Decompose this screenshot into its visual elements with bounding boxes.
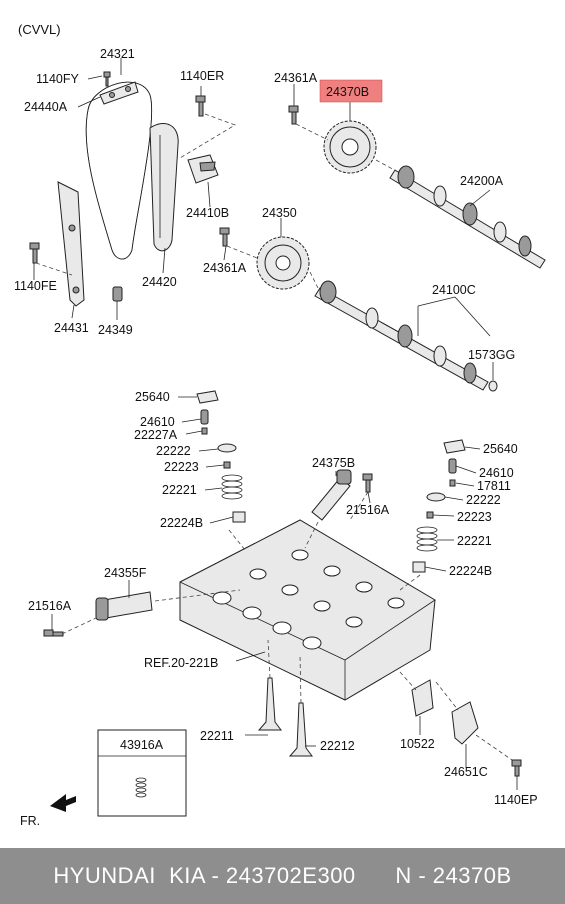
label-21516A-mid: 21516A bbox=[346, 503, 390, 517]
label-1140EP: 1140EP bbox=[494, 793, 538, 807]
valve-train-right bbox=[412, 439, 466, 573]
label-24651C: 24651C bbox=[444, 765, 488, 779]
label-21516A-left: 21516A bbox=[28, 599, 72, 613]
cvvl-sprocket-24370B bbox=[323, 120, 377, 174]
label-24440A: 24440A bbox=[24, 100, 68, 114]
bolt-1140FE-icon bbox=[29, 242, 40, 264]
label-ref-20-221B: REF.20-221B bbox=[144, 656, 218, 670]
label-25640-right: 25640 bbox=[483, 442, 518, 456]
assembly-lines bbox=[35, 113, 513, 761]
bolt-21516A-mid-icon bbox=[362, 473, 373, 493]
leader-lines bbox=[33, 58, 518, 790]
label-22221-right: 22221 bbox=[457, 534, 492, 548]
label-24355F: 24355F bbox=[104, 566, 147, 580]
exhaust-valve-22212 bbox=[288, 702, 313, 757]
pin-24349-icon bbox=[112, 286, 123, 302]
front-arrow-icon bbox=[50, 794, 76, 812]
label-24200A: 24200A bbox=[460, 174, 504, 188]
label-24410B: 24410B bbox=[186, 206, 229, 220]
label-24610-right: 24610 bbox=[479, 466, 514, 480]
label-24375B: 24375B bbox=[312, 456, 355, 470]
label-24349: 24349 bbox=[98, 323, 133, 337]
footer-bar: HYUNDAI KIA - 243702E300 N - 24370B bbox=[0, 848, 565, 904]
bolt-24361A-top-icon bbox=[288, 105, 299, 125]
oil-control-valve-24375B bbox=[311, 469, 352, 521]
label-front: FR. bbox=[20, 814, 40, 828]
bolt-1140ER-icon bbox=[195, 95, 206, 117]
bolt-1140EP-icon bbox=[511, 759, 522, 777]
bolt-21516A-left-icon bbox=[43, 629, 64, 637]
label-24350: 24350 bbox=[262, 206, 297, 220]
label-1140ER: 1140ER bbox=[180, 69, 224, 83]
label-22224B-right: 22224B bbox=[449, 564, 492, 578]
label-24431: 24431 bbox=[54, 321, 89, 335]
label-10522: 10522 bbox=[400, 737, 435, 751]
part-labels: 24321 1140FY 24440A 1140ER 24361A 24370B… bbox=[14, 47, 538, 828]
variant-label: (CVVL) bbox=[18, 22, 61, 37]
bolt-24361A-mid-icon bbox=[219, 227, 230, 247]
label-43916A: 43916A bbox=[120, 738, 164, 752]
label-22222-right: 22222 bbox=[466, 493, 501, 507]
label-1573GG: 1573GG bbox=[468, 348, 515, 362]
label-24370B: 24370B bbox=[326, 85, 369, 99]
timing-chain bbox=[85, 81, 153, 260]
valve-train-left bbox=[196, 390, 246, 523]
chain-guide-upper bbox=[99, 81, 139, 105]
label-17811: 17811 bbox=[477, 479, 511, 493]
oil-control-valve-24355F bbox=[95, 591, 153, 621]
label-24100C: 24100C bbox=[432, 283, 476, 297]
label-22221-left: 22221 bbox=[162, 483, 197, 497]
plug-1573GG-icon bbox=[488, 380, 498, 392]
label-22223-left: 22223 bbox=[164, 460, 199, 474]
kit-box-43916A bbox=[97, 729, 187, 817]
cover-24651C bbox=[451, 701, 479, 745]
label-24610-left: 24610 bbox=[140, 415, 175, 429]
chain-tensioner-arm bbox=[149, 123, 179, 252]
chain-guide-lower bbox=[57, 181, 85, 307]
cylinder-head bbox=[179, 519, 436, 701]
label-1140FE: 1140FE bbox=[14, 279, 57, 293]
tensioner-assembly bbox=[187, 154, 219, 184]
label-22224B-left: 22224B bbox=[160, 516, 203, 530]
label-24420: 24420 bbox=[142, 275, 177, 289]
label-1140FY: 1140FY bbox=[36, 72, 80, 86]
label-22222-left: 22222 bbox=[156, 444, 191, 458]
highlight-box bbox=[319, 79, 383, 103]
exhaust-sprocket-24350 bbox=[256, 236, 310, 290]
cover-10522 bbox=[411, 679, 434, 717]
label-22227A: 22227A bbox=[134, 428, 178, 442]
engine-parts-diagram: (CVVL) bbox=[14, 22, 546, 828]
label-24321: 24321 bbox=[100, 47, 135, 61]
label-22212: 22212 bbox=[320, 739, 355, 753]
camshaft-24200A bbox=[389, 165, 546, 269]
camshaft-24100C bbox=[314, 280, 489, 391]
label-24361A-top: 24361A bbox=[274, 71, 318, 85]
label-24361A-mid: 24361A bbox=[203, 261, 247, 275]
label-25640-left: 25640 bbox=[135, 390, 170, 404]
bolt-1140FY-icon bbox=[103, 71, 111, 87]
intake-valve-22211 bbox=[257, 677, 282, 731]
label-22211: 22211 bbox=[200, 729, 234, 743]
label-22223-right: 22223 bbox=[457, 510, 492, 524]
